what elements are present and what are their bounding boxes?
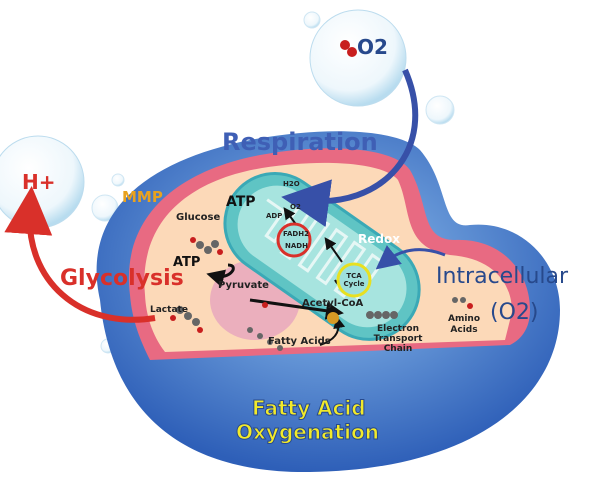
mmp-label: MMP [122,188,163,206]
acetyl-coa-label: Acetyl-CoA [302,298,364,309]
respiration-arrow [281,68,419,227]
o2-label: O2 [357,35,388,59]
adp-label: ADP [266,212,283,220]
amino-acids-label: Amino Acids [447,314,481,335]
tca-cycle-label: TCA Cycle [343,272,365,288]
nadh-label: NADH [285,242,308,250]
fatty-acid-oxygenation-line1: Fatty Acid [252,396,367,421]
fadh2-label: FADH2 [283,230,309,238]
electron-transport-chain-label: Electron Transport Chain [373,324,423,354]
o2-bubble [309,9,407,107]
lactate-label: Lactate [150,305,188,315]
glucose-label: Glucose [176,212,221,223]
h-plus-label: H+ [22,170,56,194]
atp-left-label: ATP [173,255,201,270]
fadh-nadh-cycle [276,222,312,258]
intracellular-label: Intracellular [436,264,569,289]
redox-label: Redox [358,232,400,246]
intracellular-o2-label: (O2) [490,300,539,325]
respiration-label: Respiration [222,128,378,156]
o2-mito-label: O2 [290,203,301,211]
fatty-acids-label: Fatty Acids [268,336,331,347]
tca-cycle [336,262,372,298]
glycolysis-label: Glycolysis [60,266,184,291]
pyruvate-label: Pyruvate [218,280,269,291]
atp-mito-label: ATP [226,194,256,210]
h2o-label: H2O [283,180,300,188]
fatty-acid-oxygenation-line2: Oxygenation [236,420,380,445]
glycolysis-arrow [4,186,156,323]
